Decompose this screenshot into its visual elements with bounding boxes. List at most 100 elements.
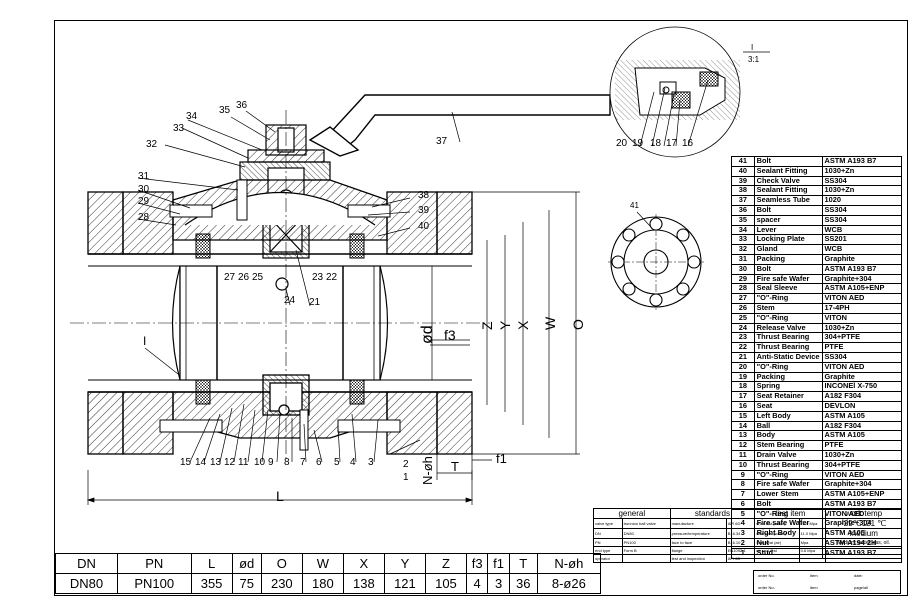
part-name: Sealant Fitting xyxy=(753,165,823,177)
callout-number: 38 xyxy=(418,190,430,201)
title-cell: EN1092-1 xyxy=(725,546,756,555)
callout-number: 33 xyxy=(173,123,185,134)
title-cell: 15.0 Mpa xyxy=(798,518,827,529)
part-material: DEVLON xyxy=(821,400,902,412)
dim-value: 75 xyxy=(231,573,262,594)
callout-number: 7 xyxy=(300,457,306,468)
part-material: 304+PTFE xyxy=(821,459,902,471)
flange-end-view xyxy=(608,214,704,310)
dim-header: f3 xyxy=(465,553,489,574)
n-hole-label: N-øh xyxy=(420,456,435,485)
part-material: SS304 xyxy=(821,175,902,187)
part-material: 1030+Zn xyxy=(821,165,902,177)
title-cell xyxy=(621,554,671,563)
callout-number: 41 xyxy=(630,201,639,210)
callout-number: 17 xyxy=(666,138,678,149)
callout-number: 13 xyxy=(210,457,222,468)
part-name: Drain Valve xyxy=(753,449,823,461)
detail-title: I xyxy=(751,43,754,52)
item-label-2: item xyxy=(810,585,818,590)
t-label: T xyxy=(451,459,459,474)
part-name: Anti-Static Device xyxy=(753,351,823,363)
date-label: date: xyxy=(854,573,863,578)
callout-number: 37 xyxy=(436,136,448,147)
callout-number: 3 xyxy=(368,457,374,468)
part-material: 1020 xyxy=(821,195,902,206)
part-name: Release Valve xyxy=(753,322,823,334)
part-no: 41 xyxy=(731,156,755,167)
title-cell: flange xyxy=(669,546,727,555)
dim-value: 3 xyxy=(487,573,510,594)
medium-header: medium xyxy=(825,528,902,539)
title-cell: API 6D xyxy=(725,518,756,529)
dim-two-label: 2 xyxy=(403,459,409,470)
part-no: 23 xyxy=(731,332,755,344)
callout-number: 34 xyxy=(186,111,198,122)
part-material: ASTM A193 B7 xyxy=(821,156,902,167)
dim-header: f1 xyxy=(487,553,510,574)
part-material: 1030+Zn xyxy=(821,449,902,461)
title-cell: trunnion ball valve xyxy=(621,518,671,529)
part-name: Lower Stem xyxy=(753,489,823,500)
part-name: "O"-Ring xyxy=(753,293,823,304)
part-name: Check Valve xyxy=(753,175,823,187)
title-cell: pressure/temperature xyxy=(669,528,727,539)
dim-header: L xyxy=(190,553,233,574)
title-cell: face to face xyxy=(669,538,727,547)
part-material: 304+PTFE xyxy=(821,332,902,344)
callout-number: 30 xyxy=(138,184,150,195)
part-material: WCB xyxy=(821,224,902,236)
callout-number: 14 xyxy=(195,457,207,468)
standards-header: standards xyxy=(669,508,756,519)
callout-number: 15 xyxy=(180,457,192,468)
part-no: 12 xyxy=(731,440,755,451)
dim-value: 36 xyxy=(508,573,538,594)
part-name: Stem Bearing xyxy=(753,440,823,451)
part-name: spacer xyxy=(753,214,823,226)
dim-value: DN80 xyxy=(55,573,118,594)
part-material: Graphite xyxy=(821,253,902,265)
dim-value: 105 xyxy=(424,573,467,594)
callout-number: 18 xyxy=(650,138,662,149)
dim-header: W xyxy=(301,553,344,574)
part-name: Left Body xyxy=(753,410,823,422)
part-name: Seat Retainer xyxy=(753,391,823,402)
part-no: 19 xyxy=(731,371,755,383)
callout-number: 8 xyxy=(284,457,290,468)
part-name: Body xyxy=(753,430,823,442)
drawing-frame xyxy=(54,20,908,596)
title-cell: air seal test xyxy=(754,546,800,555)
part-material: ASTM A105 xyxy=(821,410,902,422)
callout-number: 23 xyxy=(312,272,324,283)
part-no: 38 xyxy=(731,185,755,197)
title-blank xyxy=(825,546,902,555)
dim-header: X xyxy=(342,553,385,574)
callout-number: 28 xyxy=(138,212,150,223)
part-no: 10 xyxy=(731,459,755,471)
part-no: 22 xyxy=(731,342,755,353)
part-material: VITON AED xyxy=(821,293,902,304)
z-label: Z xyxy=(479,321,495,330)
